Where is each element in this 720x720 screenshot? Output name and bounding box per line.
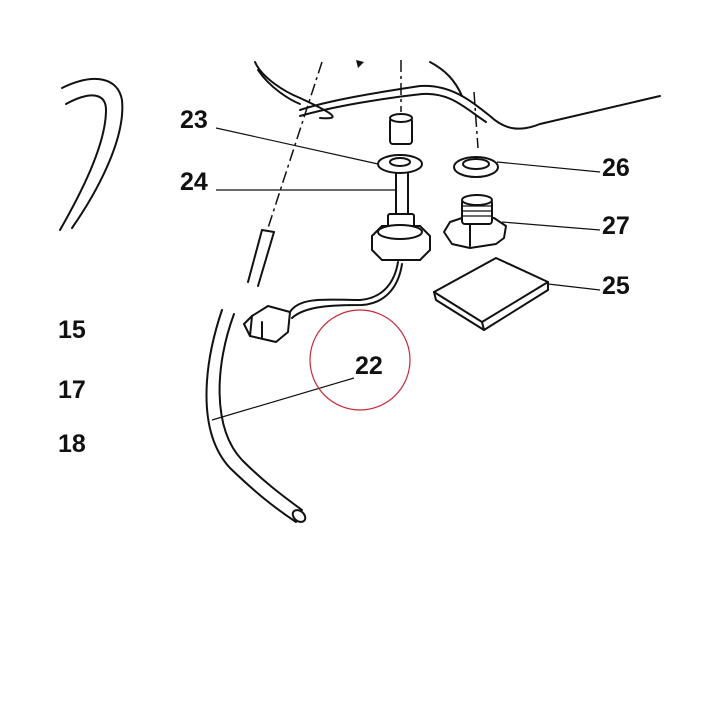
callout-22: 22: [355, 352, 383, 380]
callout-17: 17: [58, 376, 86, 404]
callout-25: 25: [602, 272, 630, 300]
callout-23: 23: [180, 106, 208, 134]
sealing-ring-23: [377, 154, 423, 174]
tank-housing: [254, 60, 661, 130]
rubber-pad-25: [433, 257, 549, 331]
curved-hose-part: [59, 77, 124, 231]
level-sensor-24: [371, 113, 431, 261]
callout-27: 27: [602, 212, 630, 240]
callout-18: 18: [58, 430, 86, 458]
centerline-plug: [473, 91, 479, 149]
hose-segment-upper: [247, 229, 275, 287]
callout-24: 24: [180, 168, 208, 196]
callout-26: 26: [602, 154, 630, 182]
drain-plug-27: [443, 194, 507, 249]
arrow-marker-icon: [356, 60, 364, 68]
leader-lines: [211, 127, 601, 421]
hose-22: [205, 309, 307, 523]
callout-15: 15: [58, 316, 86, 344]
sealing-ring-26: [453, 156, 499, 178]
sensor-connector: [243, 261, 403, 343]
highlight-circle: [309, 309, 411, 411]
